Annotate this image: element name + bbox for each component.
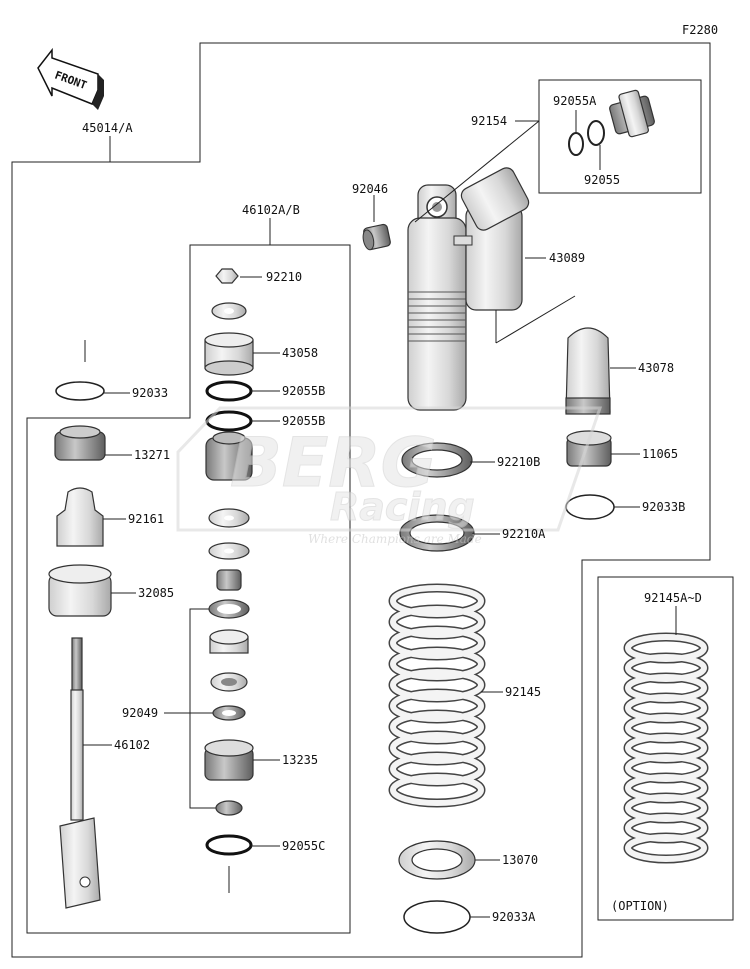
callout-92145: 92145 xyxy=(505,685,541,699)
callout-92210: 92210 xyxy=(266,270,302,284)
spring-seat-13070 xyxy=(398,840,476,880)
option-label: (OPTION) xyxy=(611,899,669,913)
piston-rod-46102 xyxy=(59,637,101,909)
seal-head xyxy=(205,431,253,481)
watermark-sub: Racing xyxy=(330,485,475,529)
figure-code: F2280 xyxy=(682,23,718,37)
reservoir-inset-box xyxy=(538,79,702,194)
reservoir-cap xyxy=(565,327,611,415)
callout-92210B: 92210B xyxy=(497,455,540,469)
callout-32085: 32085 xyxy=(138,586,174,600)
snap-ring-92033A xyxy=(403,900,471,934)
small-seal xyxy=(215,800,243,816)
callout-13070: 13070 xyxy=(502,853,538,867)
watermark-tagline: Where Champions are Made xyxy=(308,532,482,546)
assembly-outline xyxy=(11,42,711,958)
callout-92033A: 92033A xyxy=(492,910,536,924)
callout-labels: 45014/A 46102A/B 92154 92055A 92055 9204… xyxy=(82,94,702,924)
o-ring-92055C xyxy=(205,834,253,856)
leader-lines xyxy=(83,110,677,918)
callout-43089: 43089 xyxy=(549,251,585,265)
snap-ring-92033 xyxy=(55,381,105,401)
callout-46102A-B: 46102A/B xyxy=(242,203,300,217)
shock-body xyxy=(407,167,530,411)
callout-92055: 92055 xyxy=(584,173,620,187)
o-ring-92055 xyxy=(587,120,605,146)
needle-bearing xyxy=(362,223,391,251)
callout-92049: 92049 xyxy=(122,706,158,720)
callout-92033B: 92033B xyxy=(642,500,685,514)
watermark: BERG Racing Where Champions are Made xyxy=(176,406,603,546)
piston-washers xyxy=(208,508,250,591)
callout-45014-A: 45014/A xyxy=(82,121,133,135)
callout-43078: 43078 xyxy=(638,361,674,375)
callout-92055A: 92055A xyxy=(553,94,597,108)
callout-92154: 92154 xyxy=(471,114,507,128)
piston-13235 xyxy=(204,739,254,781)
callout-46102: 46102 xyxy=(114,738,150,752)
rod-assembly-outline xyxy=(26,244,351,934)
lock-nut-92210B xyxy=(401,442,473,478)
callout-92055B-2: 92055B xyxy=(282,414,325,428)
lock-nut-92210A xyxy=(399,514,475,552)
callout-92033: 92033 xyxy=(132,386,168,400)
cap-13271 xyxy=(54,425,106,461)
callout-92161: 92161 xyxy=(128,512,164,526)
callout-13235: 13235 xyxy=(282,753,318,767)
callout-92145A-D: 92145A~D xyxy=(644,591,702,605)
cover-32085 xyxy=(48,564,112,617)
callout-11065: 11065 xyxy=(642,447,678,461)
nut-92210 xyxy=(215,268,239,284)
callout-92055B-1: 92055B xyxy=(282,384,325,398)
callout-92210A: 92210A xyxy=(502,527,546,541)
o-ring-92055A xyxy=(568,132,584,156)
callout-43058: 43058 xyxy=(282,346,318,360)
valve-assembly xyxy=(609,89,655,138)
callout-92046: 92046 xyxy=(352,182,388,196)
option-box xyxy=(597,576,734,921)
watermark-brand: BERG xyxy=(230,424,436,503)
o-ring-92055B-1 xyxy=(205,380,253,402)
bump-rubber-92161 xyxy=(56,487,104,547)
bushing-43058 xyxy=(204,332,254,376)
snap-ring-92033B xyxy=(565,494,615,520)
front-arrow-icon: FRONT xyxy=(37,47,104,110)
collar xyxy=(209,629,249,654)
callout-92055C: 92055C xyxy=(282,839,325,853)
callout-13271: 13271 xyxy=(134,448,170,462)
spring-option xyxy=(623,632,709,864)
